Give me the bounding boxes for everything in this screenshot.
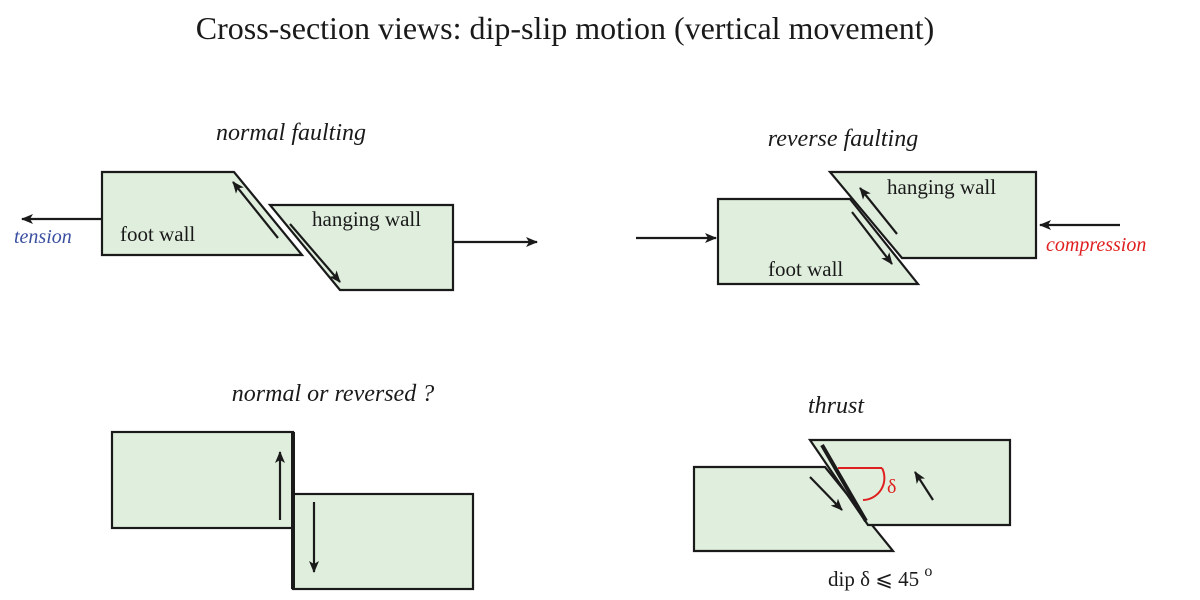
dip-caption-text: dip δ ⩽ 45 [828, 567, 919, 591]
panel-title-thrust: thrust [808, 393, 865, 419]
hanging-wall-block [267, 203, 455, 292]
panel-title-reverse: reverse faulting [768, 126, 918, 152]
foot-wall-block [100, 170, 305, 257]
hanging-wall-label: hanging wall [312, 207, 421, 231]
panel-title-normal: normal faulting [216, 120, 366, 146]
panel-normal-or-reversed: normal or reversed ? [110, 381, 475, 591]
panel-normal-faulting: normal faulting foot wall hanging wall t… [14, 120, 538, 292]
foot-wall-block [716, 197, 921, 286]
fault-line [820, 443, 868, 523]
foot-wall-block [692, 465, 896, 553]
compression-label: compression [1046, 234, 1146, 256]
foot-wall-label: foot wall [768, 257, 843, 281]
angle-symbol: δ [887, 476, 896, 498]
left-block [110, 430, 295, 530]
hanging-wall-block [827, 170, 1038, 260]
dip-caption: dip δ ⩽ 45 o [828, 563, 932, 591]
arrow-icon [809, 476, 843, 511]
arrow-icon [232, 181, 279, 239]
angle-arc-icon [862, 467, 886, 501]
hanging-wall-block [807, 438, 1012, 527]
arrow-icon [289, 223, 341, 283]
panel-thrust: thrust δ dip δ ⩽ 45 o [692, 393, 1012, 591]
hanging-wall-label: hanging wall [887, 175, 996, 199]
panel-reverse-faulting: reverse faulting hanging wall foot wall … [636, 126, 1146, 286]
degree-superscript: o [924, 563, 932, 580]
arrow-icon [859, 187, 898, 235]
foot-wall-label: foot wall [120, 222, 195, 246]
right-block [291, 492, 475, 591]
arrow-icon [914, 471, 934, 501]
tension-label: tension [14, 226, 72, 248]
arrow-icon [851, 211, 893, 265]
diagram-title: Cross-section views: dip-slip motion (ve… [196, 10, 935, 46]
panel-title-ambiguous: normal or reversed ? [232, 381, 434, 407]
